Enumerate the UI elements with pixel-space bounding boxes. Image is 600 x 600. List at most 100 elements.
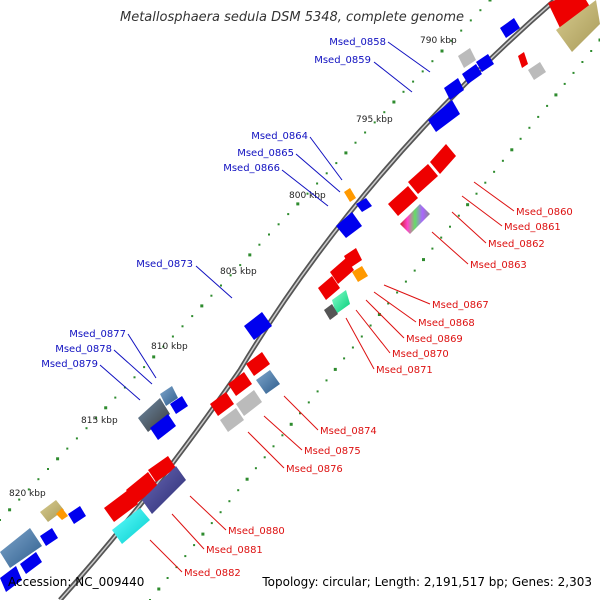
gene-feature[interactable] bbox=[0, 528, 42, 568]
scale-tick bbox=[377, 313, 381, 316]
gene-label[interactable]: Msed_0864 bbox=[251, 131, 308, 142]
gene-feature[interactable] bbox=[444, 78, 464, 100]
gene-label[interactable]: Msed_0880 bbox=[228, 526, 285, 537]
gene-feature[interactable] bbox=[548, 0, 592, 28]
gene-label[interactable]: Msed_0873 bbox=[136, 259, 193, 270]
gene-feature[interactable] bbox=[56, 508, 68, 520]
gene-feature[interactable] bbox=[228, 372, 252, 396]
scale-tick bbox=[354, 141, 357, 144]
scale-tick bbox=[162, 345, 165, 348]
scale-tick bbox=[563, 82, 566, 85]
gene-feature[interactable] bbox=[528, 62, 546, 80]
scale-tick bbox=[27, 488, 30, 491]
gene-feature[interactable] bbox=[430, 144, 456, 174]
gene-feature[interactable] bbox=[40, 528, 58, 546]
gene-feature[interactable] bbox=[104, 490, 138, 522]
gene-feature[interactable] bbox=[142, 466, 186, 514]
scale-tick bbox=[590, 50, 593, 52]
gene-feature[interactable] bbox=[236, 390, 262, 416]
gene-label[interactable]: Msed_0869 bbox=[406, 334, 463, 345]
gene-feature[interactable] bbox=[138, 398, 170, 432]
gene-feature[interactable] bbox=[556, 0, 600, 52]
gene-feature[interactable] bbox=[148, 456, 176, 482]
gene-feature[interactable] bbox=[112, 508, 150, 544]
scale-tick bbox=[263, 456, 266, 459]
gene-feature[interactable] bbox=[246, 352, 270, 376]
gene-feature[interactable] bbox=[500, 18, 520, 38]
scale-tick bbox=[289, 422, 293, 426]
gene-feature[interactable] bbox=[210, 392, 234, 416]
scale-tick bbox=[369, 324, 372, 327]
gene-feature[interactable] bbox=[256, 370, 280, 394]
scale-tick bbox=[258, 243, 261, 246]
scale-tick bbox=[469, 19, 472, 22]
gene-feature[interactable] bbox=[518, 52, 528, 68]
scale-tick bbox=[228, 500, 231, 503]
gene-feature[interactable] bbox=[150, 414, 176, 440]
gene-label[interactable]: Msed_0878 bbox=[55, 344, 112, 355]
gene-label[interactable]: Msed_0867 bbox=[432, 300, 489, 311]
gene-label[interactable]: Msed_0861 bbox=[504, 222, 561, 233]
gene-feature[interactable] bbox=[458, 48, 476, 68]
gene-label[interactable]: Msed_0881 bbox=[206, 545, 263, 556]
outer-ring-features bbox=[518, 0, 600, 80]
gene-label[interactable]: Msed_0874 bbox=[320, 426, 377, 437]
gene-label[interactable]: Msed_0858 bbox=[329, 37, 386, 48]
gene-feature[interactable] bbox=[428, 100, 460, 132]
scale-tick bbox=[598, 38, 600, 42]
gene-label[interactable]: Msed_0862 bbox=[488, 239, 545, 250]
scale-tick bbox=[351, 346, 354, 349]
gene-feature[interactable] bbox=[244, 312, 272, 340]
scale-tick bbox=[519, 137, 522, 140]
scale-tick bbox=[528, 126, 531, 129]
gene-label[interactable]: Msed_0875 bbox=[304, 446, 361, 457]
gene-feature[interactable] bbox=[170, 396, 188, 414]
gene-feature[interactable] bbox=[400, 204, 430, 234]
map-title: Metallosphaera sedula DSM 5348, complete… bbox=[120, 10, 464, 25]
gene-feature[interactable] bbox=[332, 290, 350, 314]
gene-feature[interactable] bbox=[0, 566, 22, 592]
gene-label[interactable]: Msed_0866 bbox=[223, 163, 280, 174]
scale-tick bbox=[191, 315, 194, 318]
gene-feature[interactable] bbox=[336, 212, 362, 238]
gene-label[interactable]: Msed_0882 bbox=[184, 568, 241, 579]
gene-feature[interactable] bbox=[352, 266, 368, 282]
gene-feature[interactable] bbox=[324, 304, 338, 320]
scale-label-815: 815 kbp bbox=[81, 416, 118, 426]
leader-line bbox=[373, 291, 417, 323]
leader-line bbox=[473, 181, 515, 212]
gene-feature[interactable] bbox=[462, 64, 482, 84]
gene-feature[interactable] bbox=[40, 500, 64, 522]
gene-label[interactable]: Msed_0859 bbox=[314, 55, 371, 66]
scale-tick bbox=[537, 115, 540, 118]
gene-label[interactable]: Msed_0877 bbox=[69, 329, 126, 340]
gene-feature[interactable] bbox=[330, 258, 354, 284]
gene-feature[interactable] bbox=[476, 54, 494, 72]
gene-feature[interactable] bbox=[220, 408, 244, 432]
scale-tick bbox=[299, 412, 301, 415]
gene-label[interactable]: Msed_0879 bbox=[41, 359, 98, 370]
leader-line bbox=[355, 309, 391, 354]
gene-feature[interactable] bbox=[318, 276, 340, 300]
scale-tick bbox=[287, 213, 290, 216]
gene-label[interactable]: Msed_0860 bbox=[516, 207, 573, 218]
scale-tick bbox=[404, 280, 407, 283]
gene-feature[interactable] bbox=[356, 198, 372, 212]
gene-feature[interactable] bbox=[344, 188, 356, 202]
gene-feature[interactable] bbox=[408, 164, 438, 194]
gene-feature[interactable] bbox=[388, 186, 418, 216]
gene-label[interactable]: Msed_0865 bbox=[237, 148, 294, 159]
gene-label[interactable]: Msed_0868 bbox=[418, 318, 475, 329]
gene-feature[interactable] bbox=[126, 472, 158, 504]
gene-label[interactable]: Msed_0863 bbox=[470, 260, 527, 271]
gene-feature[interactable] bbox=[20, 552, 42, 574]
gene-label[interactable]: Msed_0876 bbox=[286, 464, 343, 475]
gene-label[interactable]: Msed_0870 bbox=[392, 349, 449, 360]
leader-line bbox=[283, 395, 319, 431]
scale-tick bbox=[171, 335, 174, 338]
leader-line bbox=[383, 284, 431, 305]
gene-feature[interactable] bbox=[160, 386, 178, 406]
gene-label[interactable]: Msed_0871 bbox=[376, 365, 433, 376]
gene-feature[interactable] bbox=[68, 506, 86, 524]
scale-tick bbox=[457, 214, 460, 217]
